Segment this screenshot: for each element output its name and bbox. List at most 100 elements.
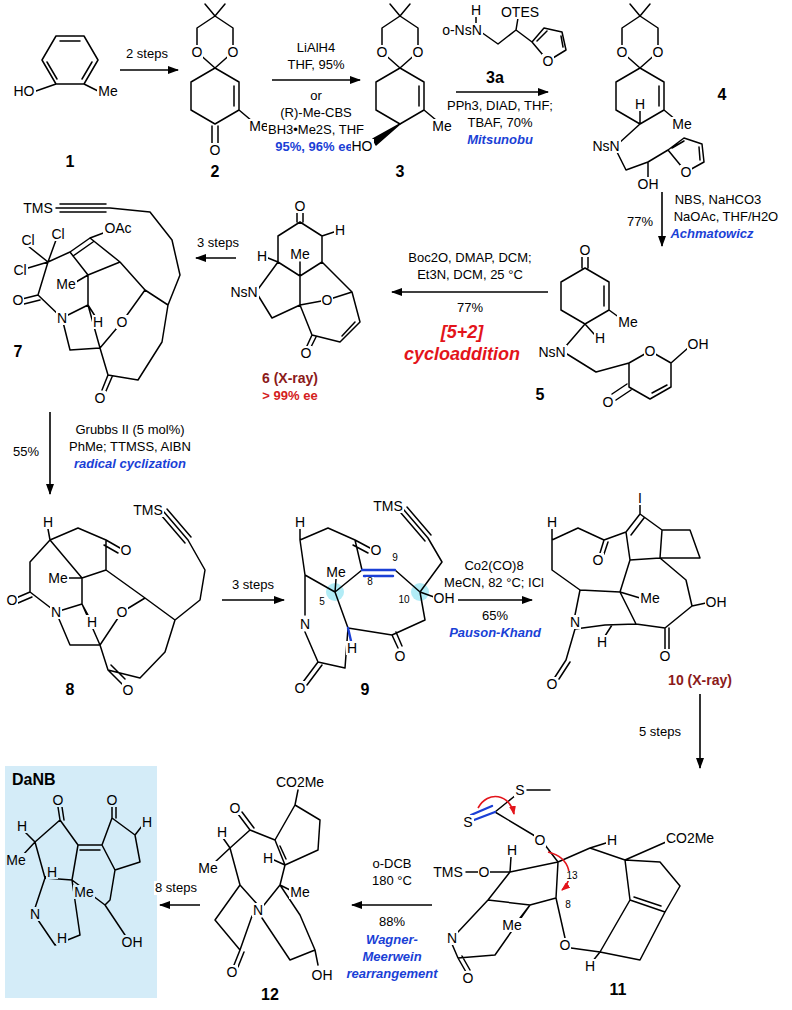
reagent-text: 2 steps xyxy=(125,47,169,61)
atom-label: Me xyxy=(47,571,68,586)
compound-number: 10 (X-ray) xyxy=(667,673,733,688)
atom-label: O xyxy=(370,543,383,558)
reagent-text: 180 °C xyxy=(371,874,413,888)
reagent-text: 3 steps xyxy=(231,578,275,592)
atom-label: I xyxy=(637,491,643,506)
yield-text: 95%, 96% ee xyxy=(274,140,353,154)
reaction-name: Pauson-Khand xyxy=(448,626,542,640)
atom-label: O xyxy=(229,801,242,816)
compound-number: 4 xyxy=(717,87,728,104)
atom-label: H xyxy=(634,97,646,112)
reagent-text: BH3•Me2S, THF xyxy=(267,123,365,137)
atom-label: O xyxy=(478,865,491,880)
atom-label: O xyxy=(592,553,605,568)
atom-label: O xyxy=(294,681,307,696)
atom-label: N xyxy=(446,931,458,946)
reaction-name: Achmatowicz xyxy=(669,227,754,241)
atom-number: 8 xyxy=(366,577,374,588)
atom-label: O xyxy=(412,45,425,60)
atom-label: O xyxy=(116,315,129,330)
atom-label: OH xyxy=(637,177,660,192)
atom-label: O xyxy=(644,344,657,359)
key-step-label: cycloaddition xyxy=(403,345,521,364)
compound-number: 12 xyxy=(260,987,280,1004)
atom-number: 8 xyxy=(564,900,572,911)
atom-label: H xyxy=(216,825,228,840)
atom-label: H xyxy=(42,515,54,530)
reagent-text: LiAlH4 xyxy=(296,41,336,55)
atom-label: Me xyxy=(671,117,692,132)
bond-lines xyxy=(300,507,442,685)
atom-label: Me xyxy=(289,247,310,262)
atom-label: NsN xyxy=(591,139,620,154)
atom-label: S xyxy=(462,815,473,830)
highlight-bond xyxy=(348,570,495,820)
atom-label: OTES xyxy=(500,5,540,20)
atom-label: OH xyxy=(687,337,710,352)
atom-label: H xyxy=(506,843,518,858)
atom-label: OH xyxy=(311,968,334,983)
atom-label: OAc xyxy=(103,221,132,236)
compound-number: 3 xyxy=(395,164,406,181)
compound-number: 1 xyxy=(65,154,76,171)
atom-label: N xyxy=(29,907,41,922)
atom-label: Cl xyxy=(12,263,27,278)
atom-label: N xyxy=(50,605,62,620)
reaction-name: rearrangement xyxy=(345,967,438,981)
atom-label: H xyxy=(346,641,358,656)
atom-number: 9 xyxy=(391,553,399,564)
atom-label: N xyxy=(252,903,264,918)
reagent-text: 88% xyxy=(378,915,406,929)
atom-label: Me xyxy=(501,918,522,933)
highlight-bond xyxy=(471,806,495,820)
atom-label: N xyxy=(569,615,581,630)
atom-label: O xyxy=(680,165,693,180)
atom-label: H xyxy=(606,833,618,848)
bond-lines xyxy=(22,204,180,391)
atom-label: N xyxy=(56,311,68,326)
compound-number: 7 xyxy=(13,344,24,361)
atom-label: H xyxy=(334,223,346,238)
compound-number: 11 xyxy=(609,982,628,999)
atom-number: 10 xyxy=(397,595,410,606)
reaction-name: Meerwein xyxy=(361,950,422,964)
reagent-text: THF, 95% xyxy=(286,58,345,72)
reaction-arrow xyxy=(456,91,548,93)
reagent-text: Et3N, DCM, 25 °C xyxy=(416,268,524,282)
atom-label: Me xyxy=(431,119,452,134)
atom-label: Me xyxy=(617,315,638,330)
atom-label: H xyxy=(92,315,104,330)
reaction-name: radical cyclization xyxy=(73,457,187,471)
reaction-arrow xyxy=(120,69,178,71)
atom-label: TMS xyxy=(372,499,404,514)
reagent-text: MeCN, 82 °C; ICl xyxy=(443,576,545,590)
bond-lines xyxy=(214,790,320,967)
bond-lines xyxy=(452,790,680,972)
atom-label: O xyxy=(579,243,592,258)
atom-label: H xyxy=(596,635,608,650)
bond-lines xyxy=(16,509,205,684)
reagent-text: 5 steps xyxy=(638,725,682,739)
reaction-arrow xyxy=(352,904,432,906)
atom-label: Cl xyxy=(20,233,35,248)
atom-label: HO xyxy=(13,84,36,99)
bond-lines xyxy=(16,4,706,972)
reagent-text: 77% xyxy=(626,215,654,229)
atom-label: Me xyxy=(5,853,26,868)
reagent-text: 77% xyxy=(456,301,484,315)
target-box: DaNB xyxy=(5,766,157,998)
atom-label: Me xyxy=(97,84,118,99)
atom-label: O xyxy=(652,45,665,60)
reaction-arrow xyxy=(661,192,663,246)
bond-lines xyxy=(373,124,400,145)
atom-label: O xyxy=(122,683,135,698)
atom-label: Me xyxy=(325,565,346,580)
reagent-text: 3 steps xyxy=(196,236,240,250)
key-step-label: [5+2] xyxy=(440,323,485,342)
reaction-arrow xyxy=(160,904,200,906)
reaction-arrow xyxy=(458,599,532,601)
atom-label: Me xyxy=(289,885,310,900)
atom-label: H xyxy=(46,865,58,880)
atom-label: H xyxy=(546,515,558,530)
